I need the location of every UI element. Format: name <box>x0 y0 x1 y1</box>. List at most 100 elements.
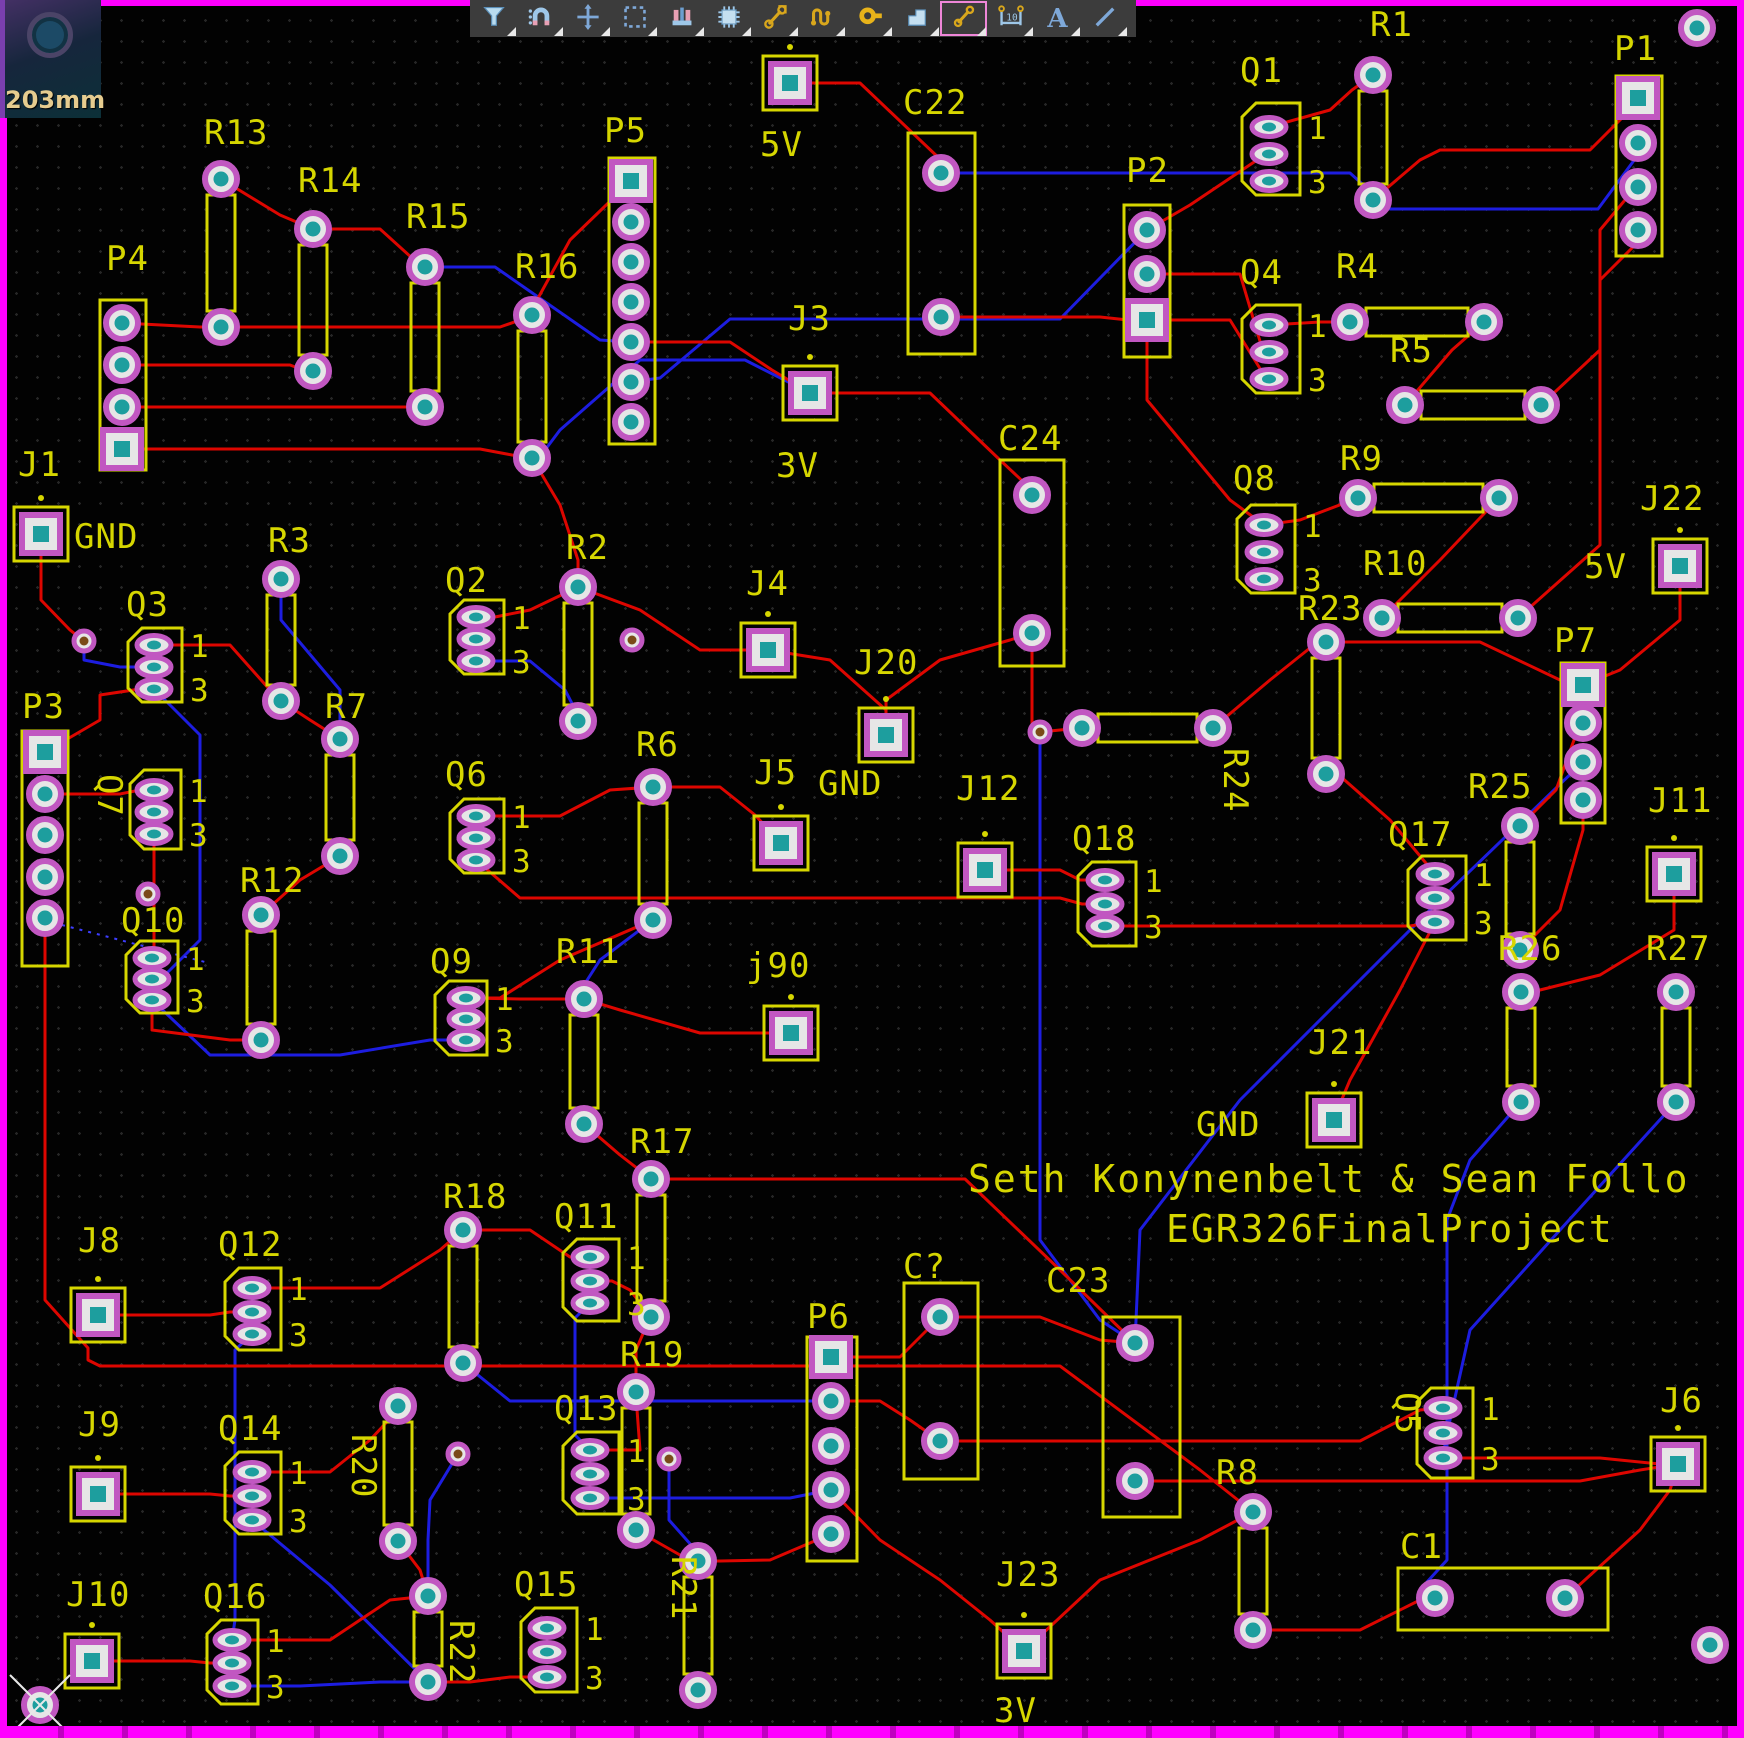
via[interactable] <box>71 628 97 654</box>
transistor-body[interactable] <box>519 1606 579 1694</box>
component-j90[interactable]: j90 <box>746 946 820 1062</box>
tool-dropdown-arrow[interactable] <box>742 27 751 36</box>
component-R2[interactable]: R2 <box>559 528 609 740</box>
transistor-body[interactable] <box>1240 101 1302 197</box>
component-R13[interactable]: R13 <box>202 113 268 346</box>
trace-top-copper-51[interactable] <box>250 1228 465 1290</box>
component-R9[interactable]: R9 <box>1339 439 1518 517</box>
transistor-body[interactable] <box>124 939 180 1015</box>
trace-top-copper-54[interactable] <box>96 1492 254 1498</box>
toolbar-route-segment-button[interactable] <box>752 1 799 36</box>
trace-bottom-copper-18[interactable] <box>629 228 1149 384</box>
trace-top-copper-81[interactable] <box>474 785 655 818</box>
trace-top-copper-16[interactable] <box>120 363 315 373</box>
resistor-body[interactable] <box>562 601 594 707</box>
transistor-body[interactable] <box>1406 854 1468 942</box>
tool-dropdown-arrow[interactable] <box>1118 27 1127 36</box>
component-J8[interactable]: J8 <box>69 1221 127 1344</box>
trace-top-copper-70[interactable] <box>1251 1596 1437 1632</box>
trace-top-copper-66[interactable] <box>1441 1456 1680 1466</box>
component-R12[interactable]: R12 <box>240 861 304 1059</box>
component-R16[interactable]: R16 <box>513 247 579 477</box>
square-pad[interactable] <box>19 512 63 556</box>
resistor-body[interactable] <box>516 329 548 444</box>
transistor-body[interactable] <box>1076 860 1138 948</box>
component-R17[interactable]: R17 <box>630 1122 694 1336</box>
component-R27[interactable]: R27 <box>1646 929 1710 1121</box>
capacitor-body[interactable] <box>906 131 977 356</box>
trace-top-copper-58[interactable] <box>230 1594 430 1642</box>
capacitor-body[interactable] <box>998 458 1066 668</box>
transistor-body[interactable] <box>561 1430 621 1516</box>
trace-top-copper-63[interactable] <box>938 1315 1137 1345</box>
trace-bottom-copper-19[interactable] <box>250 1518 430 1684</box>
transistor-body[interactable] <box>223 1266 283 1352</box>
ratsnest-line-0[interactable] <box>61 924 206 963</box>
trace-top-copper-26[interactable] <box>152 643 283 703</box>
trace-top-copper-52[interactable] <box>43 916 1255 1514</box>
resistor-body[interactable] <box>1310 656 1342 760</box>
component-R22[interactable]: R22 <box>409 1577 481 1701</box>
capacitor-body[interactable] <box>902 1281 980 1481</box>
resistor-body[interactable] <box>447 1244 479 1349</box>
trace-top-copper-4[interactable] <box>1145 318 1266 527</box>
resistor-body[interactable] <box>297 243 329 357</box>
resistor-body[interactable] <box>1237 1526 1269 1616</box>
component-J4[interactable]: J4 <box>739 564 797 679</box>
transistor-body[interactable] <box>1415 1386 1475 1480</box>
trace-top-copper-69[interactable] <box>1022 1510 1255 1653</box>
resistor-body[interactable] <box>1419 389 1527 421</box>
trace-top-copper-50[interactable] <box>96 1310 254 1317</box>
component-J5[interactable]: J5 <box>752 753 810 872</box>
component-C24[interactable]: C24 <box>998 419 1066 668</box>
tool-dropdown-arrow[interactable] <box>648 27 657 36</box>
toolbar-move-crosshair-button[interactable] <box>564 1 611 36</box>
component-P4[interactable]: P4 <box>98 239 149 472</box>
resistor-body[interactable] <box>382 1420 414 1527</box>
trace-top-copper-47[interactable] <box>649 1177 1137 1345</box>
toolbar-magnet-button[interactable] <box>517 1 564 36</box>
resistor-body[interactable] <box>568 1013 600 1110</box>
tool-dropdown-arrow[interactable] <box>836 27 845 36</box>
capacitor-body[interactable] <box>1101 1315 1182 1519</box>
component-5V[interactable]: 5V <box>760 44 819 165</box>
via[interactable] <box>1027 719 1053 745</box>
component-J6[interactable]: J6 <box>1649 1381 1707 1493</box>
toolbar-footprint-pads-button[interactable] <box>658 1 705 36</box>
component-R10[interactable]: R10 <box>1363 544 1537 637</box>
trace-top-copper-43[interactable] <box>1211 640 1328 730</box>
component-R15[interactable]: R15 <box>406 197 470 426</box>
component-R4[interactable]: R4 <box>1331 247 1503 341</box>
via[interactable] <box>619 627 645 653</box>
component-J10[interactable]: J10 <box>63 1575 130 1690</box>
toolbar-text-tool-button[interactable]: A <box>1034 1 1081 36</box>
via[interactable] <box>135 881 161 907</box>
component-R19[interactable]: R19 <box>617 1335 684 1549</box>
square-pad[interactable] <box>1652 852 1696 896</box>
trace-top-copper-40[interactable] <box>1324 640 1585 687</box>
square-pad[interactable] <box>70 1639 114 1683</box>
component-R7[interactable]: R7 <box>321 687 368 875</box>
tool-dropdown-arrow[interactable] <box>695 27 704 36</box>
resistor-body[interactable] <box>1096 712 1199 744</box>
toolbar-via-tool-button[interactable] <box>846 1 893 36</box>
resistor-body[interactable] <box>1357 89 1389 186</box>
component-P6[interactable]: P6 <box>805 1297 859 1563</box>
trace-bottom-copper-0[interactable] <box>939 141 1640 211</box>
trace-bottom-copper-10[interactable] <box>230 1680 430 1688</box>
toolbar-polygon-button[interactable] <box>893 1 940 36</box>
component-P1[interactable]: P1 <box>1614 29 1664 258</box>
